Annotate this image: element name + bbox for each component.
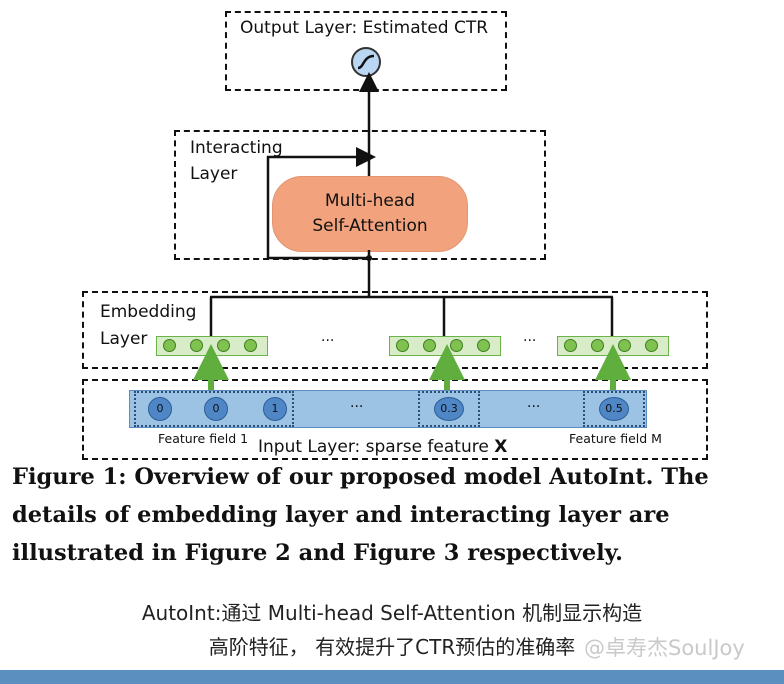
feature-value-1: 0 — [148, 397, 172, 421]
feature-field-1-outline — [134, 391, 294, 427]
attention-label-line1: Multi-head — [324, 191, 416, 211]
sparse-ellipsis-2: ··· — [527, 399, 541, 415]
embedding-ellipsis-2: ··· — [523, 333, 537, 349]
residual-connection — [266, 147, 376, 260]
embedding-dot — [244, 339, 257, 352]
embedding-dot — [477, 339, 490, 352]
output-layer-label: Output Layer: Estimated CTR — [240, 18, 489, 38]
interacting-layer-label-line1: Interacting — [190, 138, 283, 158]
feature-field-m-outline — [583, 391, 645, 427]
input-layer-label: Input Layer: sparse feature X — [258, 434, 507, 460]
feature-field-1-label: Feature field 1 — [158, 431, 249, 446]
embedding-ellipsis-1: ··· — [321, 333, 335, 349]
embedding-dot — [564, 339, 577, 352]
figure-caption: Figure 1: Overview of our proposed model… — [12, 464, 709, 566]
feature-value-3: 1 — [263, 397, 287, 421]
attention-label-line2: Self-Attention — [312, 216, 428, 236]
embedding-layer-box — [82, 291, 708, 369]
interacting-layer-label-line2: Layer — [190, 164, 238, 184]
feature-field-middle-outline — [418, 391, 480, 427]
multi-head-self-attention-block: Multi-head Self-Attention — [272, 176, 468, 252]
feature-field-m-label: Feature field M — [569, 431, 662, 446]
embedding-arrows — [193, 344, 631, 390]
embedding-dot — [163, 339, 176, 352]
embedding-layer-label-line1: Embedding — [100, 302, 197, 322]
feature-value-4: 0.3 — [434, 397, 464, 421]
watermark: @卓寿杰SoulJoy — [584, 636, 745, 660]
input-layer-text: Input Layer: sparse feature — [258, 437, 495, 457]
embedding-dot — [645, 339, 658, 352]
input-layer-box — [82, 379, 708, 460]
summary-line-2: 高阶特征， 有效提升了CTR预估的准确率 — [208, 635, 576, 659]
embedding-bus — [209, 295, 614, 336]
embedding-dot — [396, 339, 409, 352]
bottom-bar — [0, 670, 784, 684]
feature-value-5: 0.5 — [599, 397, 629, 421]
input-symbol: X — [494, 437, 508, 457]
sparse-ellipsis-1: ··· — [350, 399, 364, 415]
feature-value-2: 0 — [204, 397, 228, 421]
embedding-layer-label-line2: Layer — [100, 329, 148, 349]
summary-line-1: AutoInt:通过 Multi-head Self-Attention 机制显… — [141, 601, 643, 625]
